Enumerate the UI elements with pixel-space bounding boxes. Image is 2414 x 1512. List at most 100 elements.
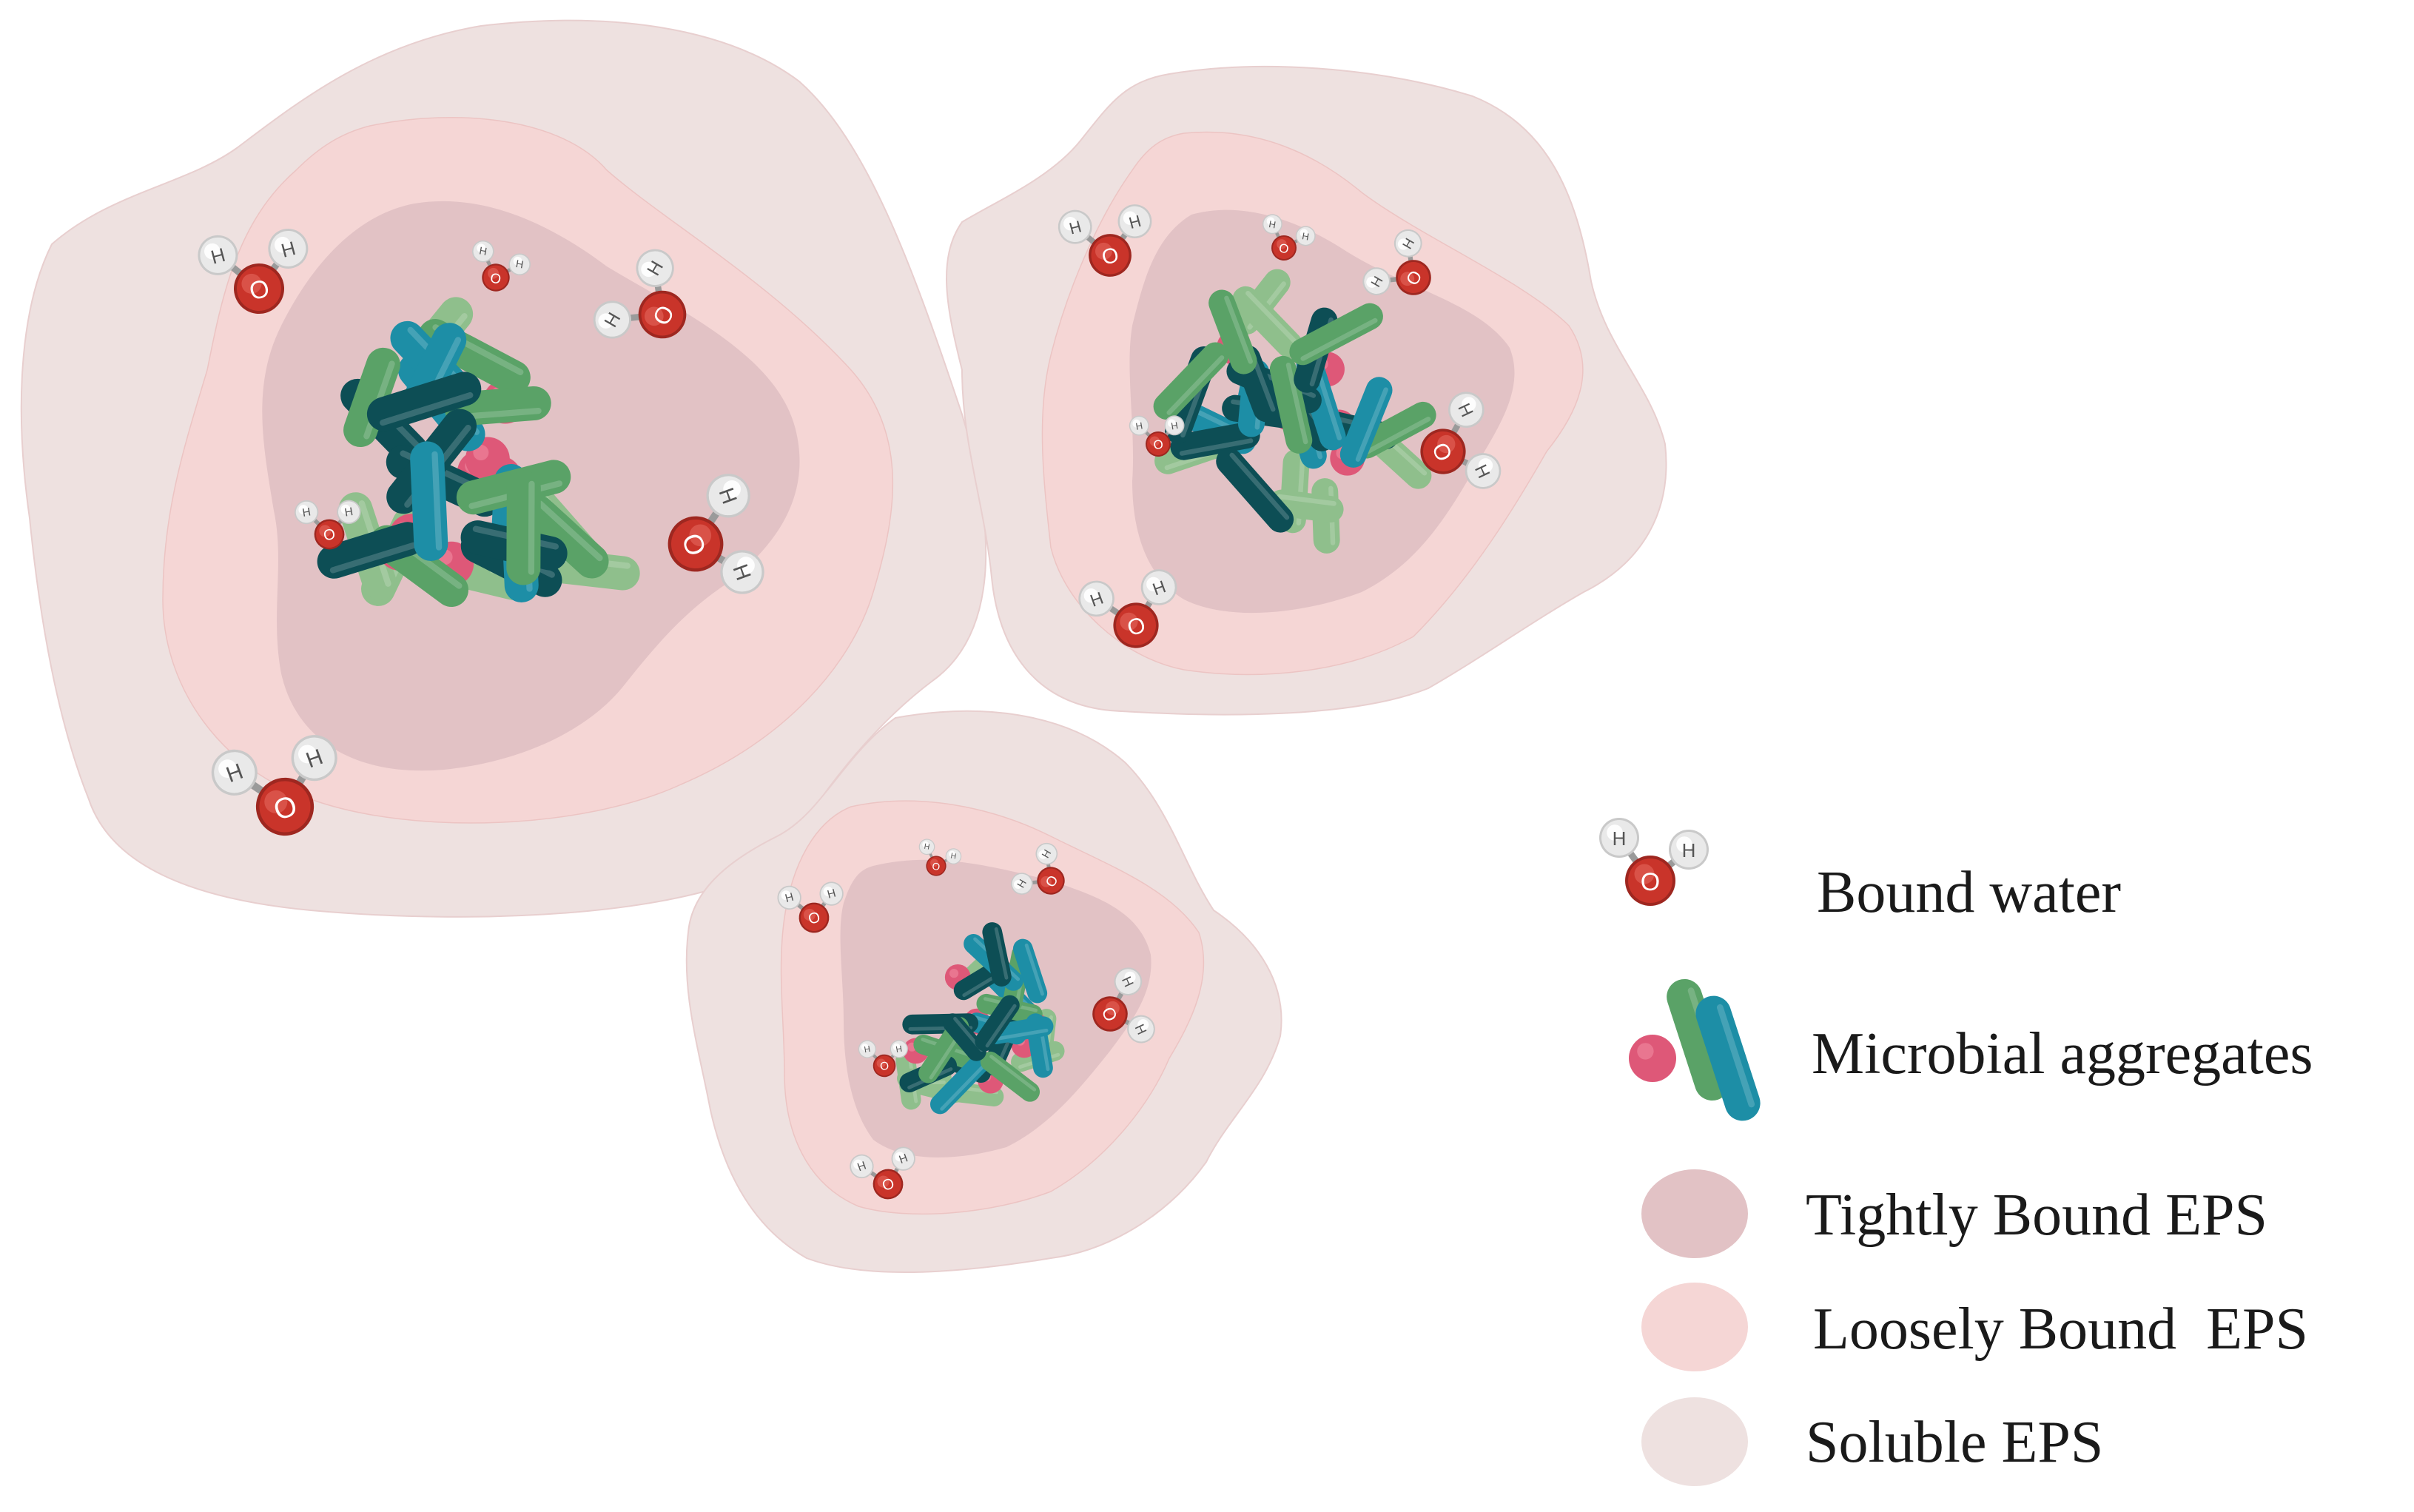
hydrogen-symbol: H — [924, 843, 930, 852]
hydrogen-atom: H — [1465, 453, 1502, 489]
microbial-aggregate — [317, 297, 640, 608]
hydrogen-atom: H — [291, 735, 337, 782]
hydrogen-atom: H — [337, 500, 361, 524]
rod-cell-highlight — [380, 392, 474, 426]
rod-cell-highlight — [994, 927, 1009, 980]
hydrogen-atom: H — [1362, 267, 1391, 296]
hydrogen-symbol: H — [864, 1044, 872, 1055]
hydrogen-atom: H — [1140, 569, 1177, 605]
hydrogen-atom: H — [1117, 204, 1152, 239]
hydrogen-atom: H — [777, 885, 801, 910]
hydrogen-symbol: H — [515, 258, 525, 272]
hydrogen-atom: H — [1448, 392, 1485, 428]
hydrogen-atom: H — [1129, 415, 1149, 436]
rod-cell — [506, 470, 541, 585]
rod-cell-highlight — [1224, 295, 1253, 364]
hydrogen-atom: H — [636, 249, 674, 287]
oxygen-atom: O — [668, 516, 724, 572]
hydrogen-atom: H — [1114, 967, 1143, 996]
legend-label-soluble-eps: Soluble EPS — [1806, 1410, 2103, 1475]
coccus-highlight — [473, 445, 489, 461]
rod-cell — [982, 922, 1012, 987]
hydrogen-atom: H — [945, 848, 962, 864]
rod-cell-highlight — [537, 500, 603, 562]
hydrogen-atom: H — [1078, 580, 1114, 617]
rod-cell-highlight — [1300, 317, 1378, 361]
rod-cell — [1012, 938, 1048, 1004]
hydrogen-symbol: H — [1301, 230, 1310, 242]
rod-cell — [943, 1013, 986, 1061]
microbial-aggregates-icon — [1629, 978, 1761, 1121]
coccus-cell — [1629, 1035, 1676, 1082]
oxygen-symbol: O — [489, 269, 502, 286]
oxygen-atom: O — [1420, 429, 1466, 474]
rod-cell — [1269, 355, 1313, 454]
hydrogen-atom: H — [706, 474, 750, 518]
hydrogen-atom: H — [211, 749, 258, 796]
hydrogen-symbol: H — [826, 887, 837, 901]
hydrogen-atom: H — [858, 1040, 877, 1058]
rod-cell-highlight — [1716, 1004, 1755, 1108]
legend-label-loosely-bound-eps: Loosely Bound EPS — [1813, 1297, 2308, 1362]
oxygen-atom: O — [1271, 235, 1297, 261]
bound-water-molecule: H HO — [1129, 415, 1185, 457]
oxygen-atom: O — [638, 290, 687, 339]
rod-cell-highlight — [1229, 452, 1290, 520]
rod-cell — [929, 1053, 989, 1115]
oxygen-symbol: O — [1278, 241, 1290, 256]
rod-cell — [1216, 448, 1294, 533]
rod-cell — [975, 995, 1020, 1052]
hydrogen-atom: H — [891, 1146, 915, 1171]
rod-cell — [980, 1051, 1040, 1102]
rod-cell — [520, 494, 609, 579]
bound-water-molecule: H HO — [294, 500, 361, 550]
oxygen-atom: O — [1146, 431, 1171, 457]
oxygen-atom: O — [873, 1054, 896, 1078]
hydrogen-atom: H — [819, 881, 844, 906]
hydrogen-symbol: H — [301, 505, 312, 520]
oxygen-atom: O — [1396, 260, 1431, 295]
legend-item-loosely-bound-eps: Loosely Bound EPS — [1641, 1283, 2308, 1371]
rod-cell — [1153, 342, 1229, 420]
bound-water-molecule: HHO — [1092, 967, 1155, 1044]
legend-label-bound-water: Bound water — [1817, 860, 2121, 925]
rod-cell — [366, 372, 482, 431]
hydrogen-atom: H — [1035, 842, 1058, 865]
rod-cell-pale — [1232, 286, 1303, 358]
bound-water-molecule: HHO — [918, 839, 962, 876]
hydrogen-atom: H — [593, 300, 631, 339]
bound-water-molecule: HHO — [850, 1146, 915, 1200]
oxygen-atom: O — [1037, 867, 1065, 895]
hydrogen-atom: H — [268, 228, 309, 269]
rod-cell-highlight — [940, 1064, 986, 1111]
hydrogen-atom: H — [508, 253, 531, 276]
rod-cell — [1339, 377, 1393, 468]
hydrogen-symbol: H — [1170, 420, 1179, 431]
bound-water-molecule: HHO — [1420, 392, 1502, 489]
hydrogen-symbol: H — [1134, 420, 1143, 431]
bound-water-molecule: HHO — [593, 249, 687, 339]
oxygen-symbol: O — [1641, 868, 1660, 896]
oxygen-atom: O — [1092, 996, 1128, 1032]
rod-cell — [317, 522, 425, 579]
oxygen-atom: O — [314, 519, 345, 550]
hydrogen-symbol: H — [1613, 827, 1627, 850]
hydrogen-symbol: H — [855, 1160, 867, 1175]
rod-cell-highlight — [992, 1028, 1049, 1041]
rod-cell-highlight — [989, 1055, 1037, 1092]
rod-cell — [1289, 303, 1383, 366]
bound-water-molecule: HHO — [668, 474, 764, 594]
rod-cell — [343, 347, 400, 448]
hydrogen-atom: H — [720, 550, 764, 594]
rod-cell — [1170, 422, 1260, 460]
hydrogen-symbol: H — [950, 852, 957, 861]
oxygen-atom: O — [1113, 602, 1159, 648]
legend-item-bound-water: HHO Bound water — [1599, 818, 2121, 925]
rod-cell — [1208, 289, 1257, 374]
